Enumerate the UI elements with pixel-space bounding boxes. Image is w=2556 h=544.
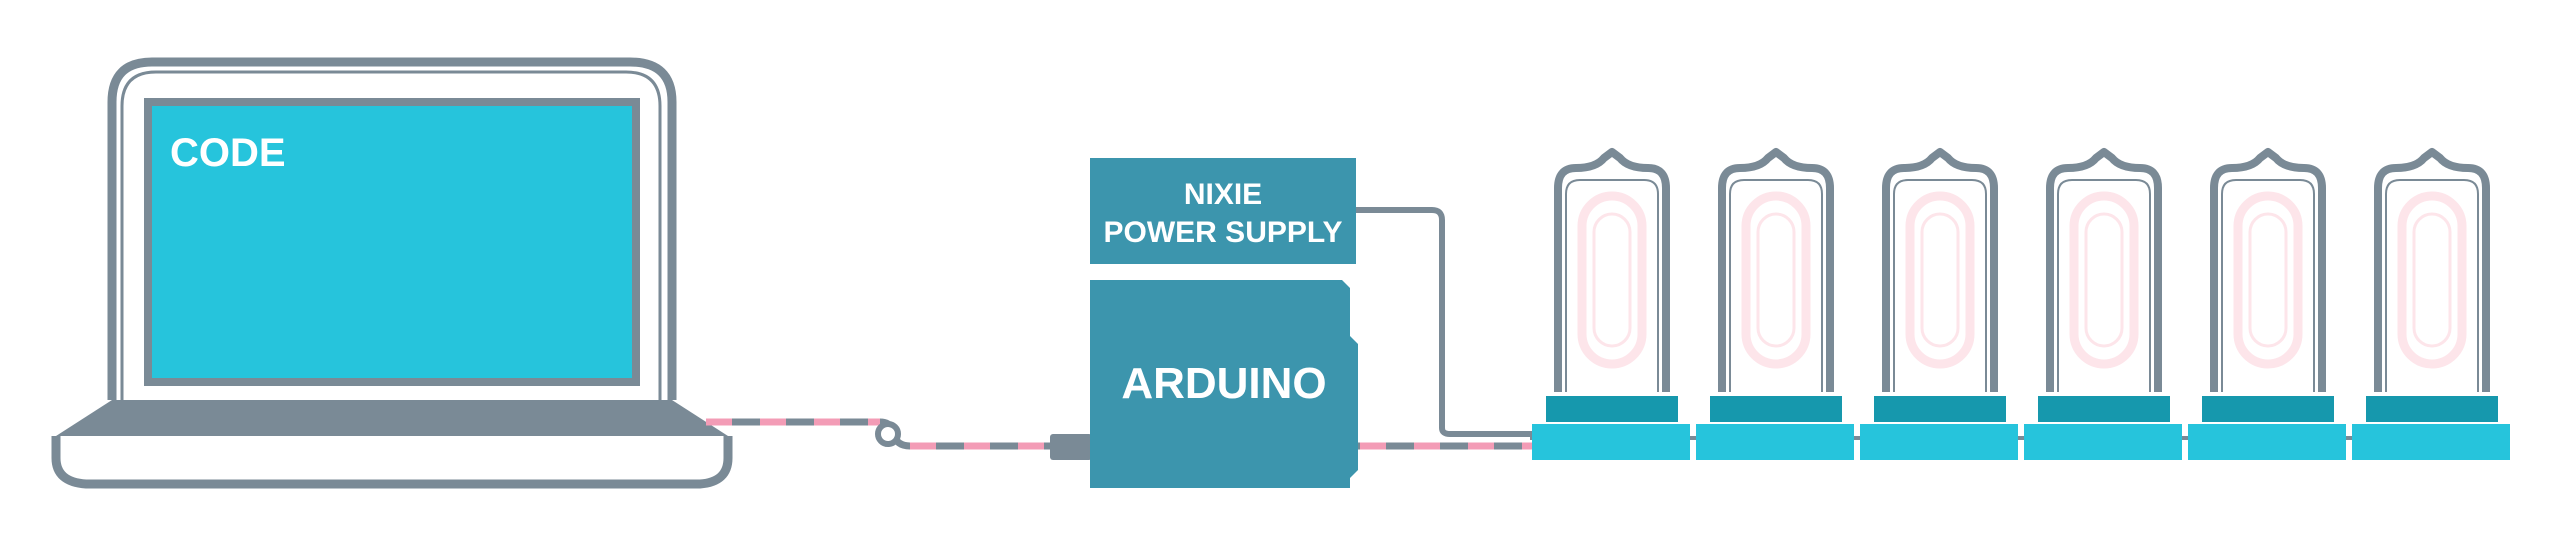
nixie-tube-glass-inner — [1893, 179, 1987, 392]
nixie-tube-glass — [2374, 148, 2490, 392]
nixie-tube-digit — [1577, 191, 1647, 369]
nixie-tube-glass-inner — [1729, 179, 1823, 392]
nixie-tube-digit-inner — [1592, 212, 1632, 348]
nixie-tube-glass — [1554, 148, 1670, 392]
nixie-power-supply: NIXIE POWER SUPPLY — [1090, 158, 1356, 264]
nixie-tube — [1696, 148, 1854, 460]
nixie-tube-digit-inner — [2084, 212, 2124, 348]
power-supply-label-line1: NIXIE — [1184, 178, 1262, 211]
nixie-tube-socket — [2366, 396, 2498, 422]
power-wire — [1356, 207, 1532, 437]
nixie-tube-digit — [1741, 191, 1811, 369]
nixie-tube — [2188, 148, 2346, 460]
nixie-tube-digit — [2233, 191, 2303, 369]
nixie-tube-glass — [1718, 148, 1834, 392]
nixie-tube-row — [1530, 148, 2510, 460]
nixie-tube-base — [1696, 424, 1854, 460]
nixie-tube — [1532, 148, 1690, 460]
laptop-lid-outline — [107, 57, 677, 400]
usb-cable — [706, 418, 1092, 460]
nixie-tube — [2352, 148, 2510, 460]
nixie-tube-base — [2352, 424, 2510, 460]
nixie-tube-socket — [1710, 396, 1842, 422]
nixie-tube-socket — [2202, 396, 2334, 422]
nixie-tube — [1860, 148, 2018, 460]
nixie-tube-digit — [2069, 191, 2139, 369]
nixie-tube-base — [1532, 424, 1690, 460]
power-supply-label-line2: POWER SUPPLY — [1104, 216, 1343, 249]
nixie-tube-digit — [1905, 191, 1975, 369]
nixie-tube-base — [2188, 424, 2346, 460]
arduino-label: ARDUINO — [1121, 359, 1326, 408]
usb-cable-loop-icon — [875, 421, 901, 447]
laptop: CODE — [51, 57, 733, 489]
nixie-tube-glass-inner — [2385, 179, 2479, 392]
nixie-tube-glass-inner — [1565, 179, 1659, 392]
nixie-tube-socket — [2038, 396, 2170, 422]
nixie-tube-digit-inner — [2248, 212, 2288, 348]
nixie-tube-digit — [2397, 191, 2467, 369]
nixie-tube-base — [1860, 424, 2018, 460]
laptop-screen-label: CODE — [170, 131, 286, 175]
nixie-tube-socket — [1546, 396, 1678, 422]
laptop-lid-inner-outline — [120, 70, 662, 400]
power-supply-box — [1090, 158, 1356, 264]
arduino-board: ARDUINO — [1090, 280, 1358, 488]
laptop-base — [56, 400, 728, 436]
nixie-tube-digit-inner — [1756, 212, 1796, 348]
usb-plug — [1050, 434, 1092, 460]
laptop-screen — [152, 106, 632, 378]
nixie-tube-glass-inner — [2057, 179, 2151, 392]
nixie-tube-digit-inner — [1920, 212, 1960, 348]
nixie-tube-glass — [1882, 148, 1998, 392]
nixie-tube-glass — [2210, 148, 2326, 392]
nixie-tube-digit-inner — [2412, 212, 2452, 348]
nixie-tube-socket — [1874, 396, 2006, 422]
nixie-tube — [2024, 148, 2182, 460]
usb-cable-stripes — [706, 418, 1050, 450]
nixie-tube-glass — [2046, 148, 2162, 392]
arduino-box — [1090, 280, 1358, 488]
nixie-tube-glass-inner — [2221, 179, 2315, 392]
laptop-base-bottom-outline — [51, 436, 733, 489]
nixie-tube-base — [2024, 424, 2182, 460]
